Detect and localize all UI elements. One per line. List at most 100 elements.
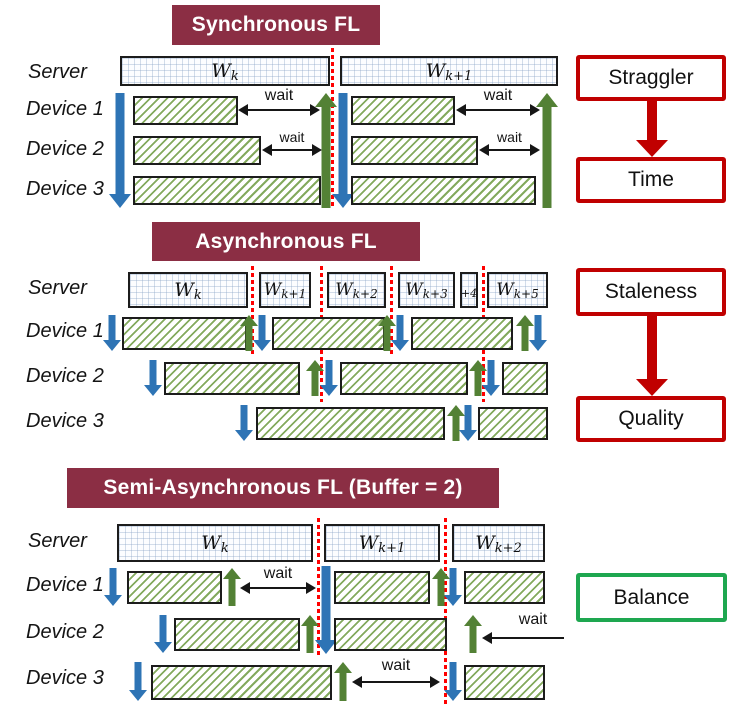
arrow-line xyxy=(360,681,432,683)
upload-arrow-icon xyxy=(301,615,319,653)
arrow-shaft xyxy=(109,568,117,595)
device1-task-block xyxy=(464,571,545,604)
arrow-head xyxy=(306,582,316,594)
async-row-label-device1: Device 1 xyxy=(26,320,104,342)
arrow-shaft xyxy=(521,326,529,351)
arrow-head xyxy=(240,582,250,594)
arrow-head xyxy=(432,568,450,579)
arrow-line xyxy=(487,149,532,151)
model-subscript: k xyxy=(193,287,202,303)
arrow-head xyxy=(301,615,319,626)
arrow-shaft xyxy=(134,662,142,690)
async-aggregation-dotline xyxy=(251,266,254,354)
model-symbol: W xyxy=(475,532,495,554)
device3-task-block xyxy=(133,176,321,205)
arrow-shaft xyxy=(321,104,331,208)
arrow-shaft xyxy=(452,416,460,441)
arrow-head xyxy=(334,662,352,673)
arrow-shaft xyxy=(647,316,657,381)
arrow-head xyxy=(332,194,354,208)
arrow-head xyxy=(444,595,462,606)
sync-title: Synchronous FL xyxy=(172,5,380,45)
quality-box: Quality xyxy=(576,396,726,442)
model-subscript: k+1 xyxy=(445,68,473,84)
arrow-line xyxy=(246,109,312,111)
arrow-shaft xyxy=(542,104,552,208)
download-arrow-icon xyxy=(391,315,409,351)
staleness-box: Staleness xyxy=(576,268,726,316)
arrow-head xyxy=(223,568,241,579)
semi-aggregation-dotline xyxy=(317,518,320,655)
wait-span-arrow xyxy=(238,103,320,117)
arrow-head xyxy=(262,144,272,156)
wait-label: wait xyxy=(279,129,305,145)
arrow-head xyxy=(430,676,440,688)
device2-task-block xyxy=(174,618,300,651)
arrow-shaft xyxy=(474,371,482,396)
time-box: Time xyxy=(576,157,726,203)
download-arrow-icon xyxy=(459,405,477,441)
async-row-label-device3: Device 3 xyxy=(26,410,104,432)
arrow-shaft xyxy=(228,579,236,606)
arrow-head xyxy=(636,140,668,157)
arrow-head xyxy=(144,385,162,396)
arrow-head xyxy=(482,632,492,644)
arrow-shaft xyxy=(306,626,314,653)
sync-row-label-device2: Device 2 xyxy=(26,138,104,160)
upload-arrow-icon xyxy=(223,568,241,606)
model-symbol: W xyxy=(263,280,282,300)
download-arrow-icon xyxy=(332,93,354,208)
wait-span-arrow xyxy=(482,631,564,645)
arrow-head xyxy=(103,340,121,351)
async-row-label-device2: Device 2 xyxy=(26,365,104,387)
model-symbol: W xyxy=(335,280,353,300)
arrow-head xyxy=(104,595,122,606)
arrow-head xyxy=(253,340,271,351)
wait-span-arrow xyxy=(240,581,316,595)
download-arrow-icon xyxy=(109,93,131,208)
arrow-head xyxy=(129,690,147,701)
model-symbol: W xyxy=(405,280,423,300)
arrow-head xyxy=(315,640,337,654)
straggler-box: Straggler xyxy=(576,55,726,101)
arrow-head xyxy=(315,93,337,107)
semi-row-label-device1: Device 1 xyxy=(26,574,104,596)
upload-arrow-icon xyxy=(516,315,534,351)
arrow-head xyxy=(306,360,324,371)
arrow-shaft xyxy=(464,405,472,430)
arrow-shaft xyxy=(159,615,167,642)
wait-label: wait xyxy=(381,657,411,674)
arrow-head xyxy=(310,104,320,116)
arrow-head xyxy=(529,340,547,351)
device3-task-block xyxy=(351,176,536,205)
arrow-head xyxy=(482,385,500,396)
download-arrow-icon xyxy=(444,568,462,606)
model-subscript: k+2 xyxy=(352,287,378,301)
model-subscript: k xyxy=(220,540,229,556)
async-aggregation-dotline xyxy=(390,266,393,354)
arrow-head xyxy=(352,676,362,688)
arrow-line xyxy=(464,109,532,111)
semi-row-label-server: Server xyxy=(28,530,87,552)
arrow-shaft xyxy=(240,405,248,430)
arrow-head xyxy=(530,104,540,116)
wait-label: wait xyxy=(264,87,294,104)
device3-task-block xyxy=(256,407,445,440)
model-subscript: k+5 xyxy=(513,287,539,301)
download-arrow-icon xyxy=(129,662,147,701)
arrow-head xyxy=(444,690,462,701)
arrow-shaft xyxy=(149,360,157,385)
wait-span-arrow xyxy=(456,103,540,117)
download-arrow-icon xyxy=(482,360,500,396)
arrow-head xyxy=(636,379,668,396)
model-symbol: W xyxy=(496,280,514,300)
causes-arrow-icon xyxy=(635,316,669,396)
